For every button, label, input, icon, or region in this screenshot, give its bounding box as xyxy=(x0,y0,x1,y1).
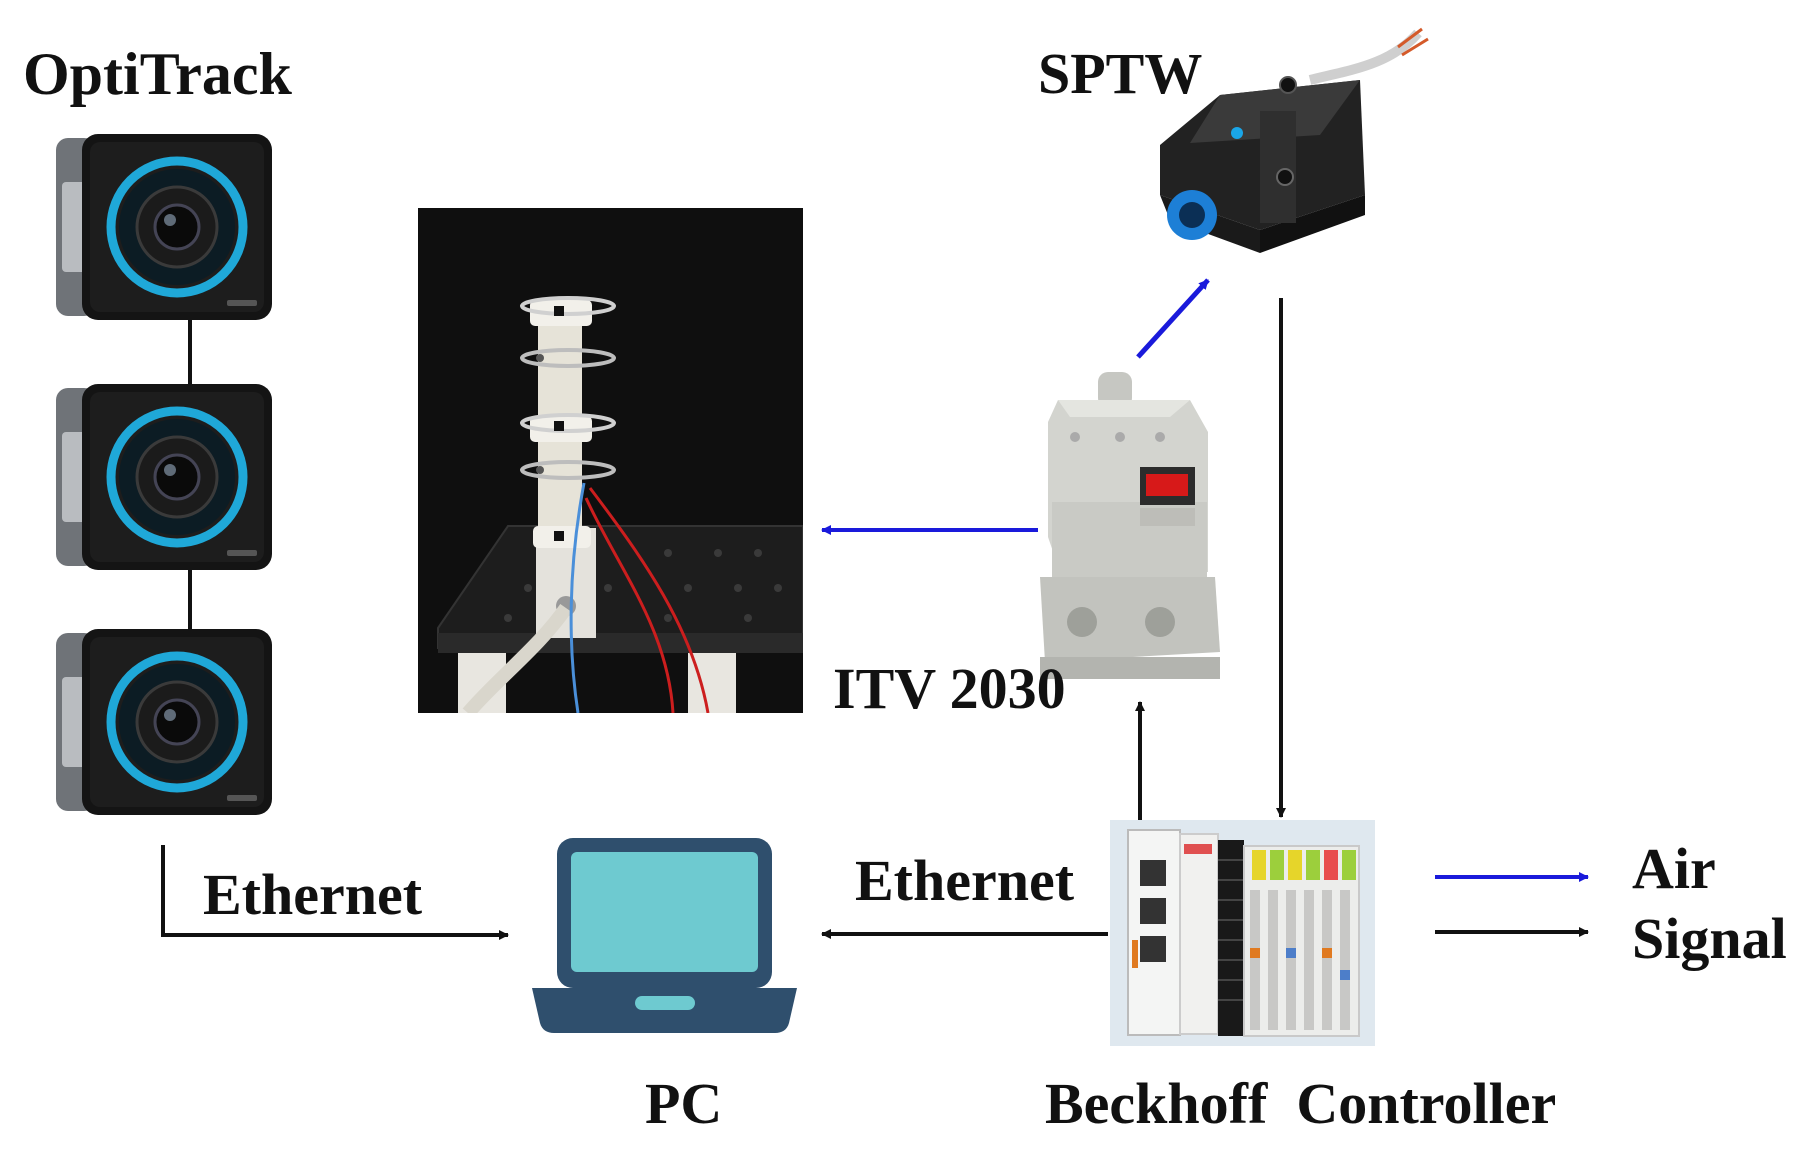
optitrack-label: OptiTrack xyxy=(23,41,292,107)
optitrack-camera xyxy=(52,132,277,322)
legend-air-label: Air xyxy=(1632,836,1716,901)
sptw-pressure-sensor xyxy=(1150,25,1430,285)
legend-signal-label: Signal xyxy=(1632,906,1787,971)
ethernet-right-label: Ethernet xyxy=(855,848,1075,913)
ethernet-left-label: Ethernet xyxy=(203,862,423,927)
pc-laptop xyxy=(527,838,802,1033)
sptw-label: SPTW xyxy=(1038,41,1203,106)
itv-2030-regulator xyxy=(1040,372,1220,682)
beckhoff-controller xyxy=(1110,820,1375,1046)
optitrack-camera xyxy=(52,382,277,572)
beckhoff-controller-label: Beckhoff Controller xyxy=(1045,1071,1557,1136)
optitrack-camera xyxy=(52,627,277,817)
soft-robot-photo xyxy=(418,208,803,713)
optitrack-ethernet-arrow xyxy=(161,845,509,940)
pc-label: PC xyxy=(645,1071,723,1136)
itv-label: ITV 2030 xyxy=(833,656,1066,721)
itv-to-sptw-air-arrow xyxy=(1136,278,1210,359)
